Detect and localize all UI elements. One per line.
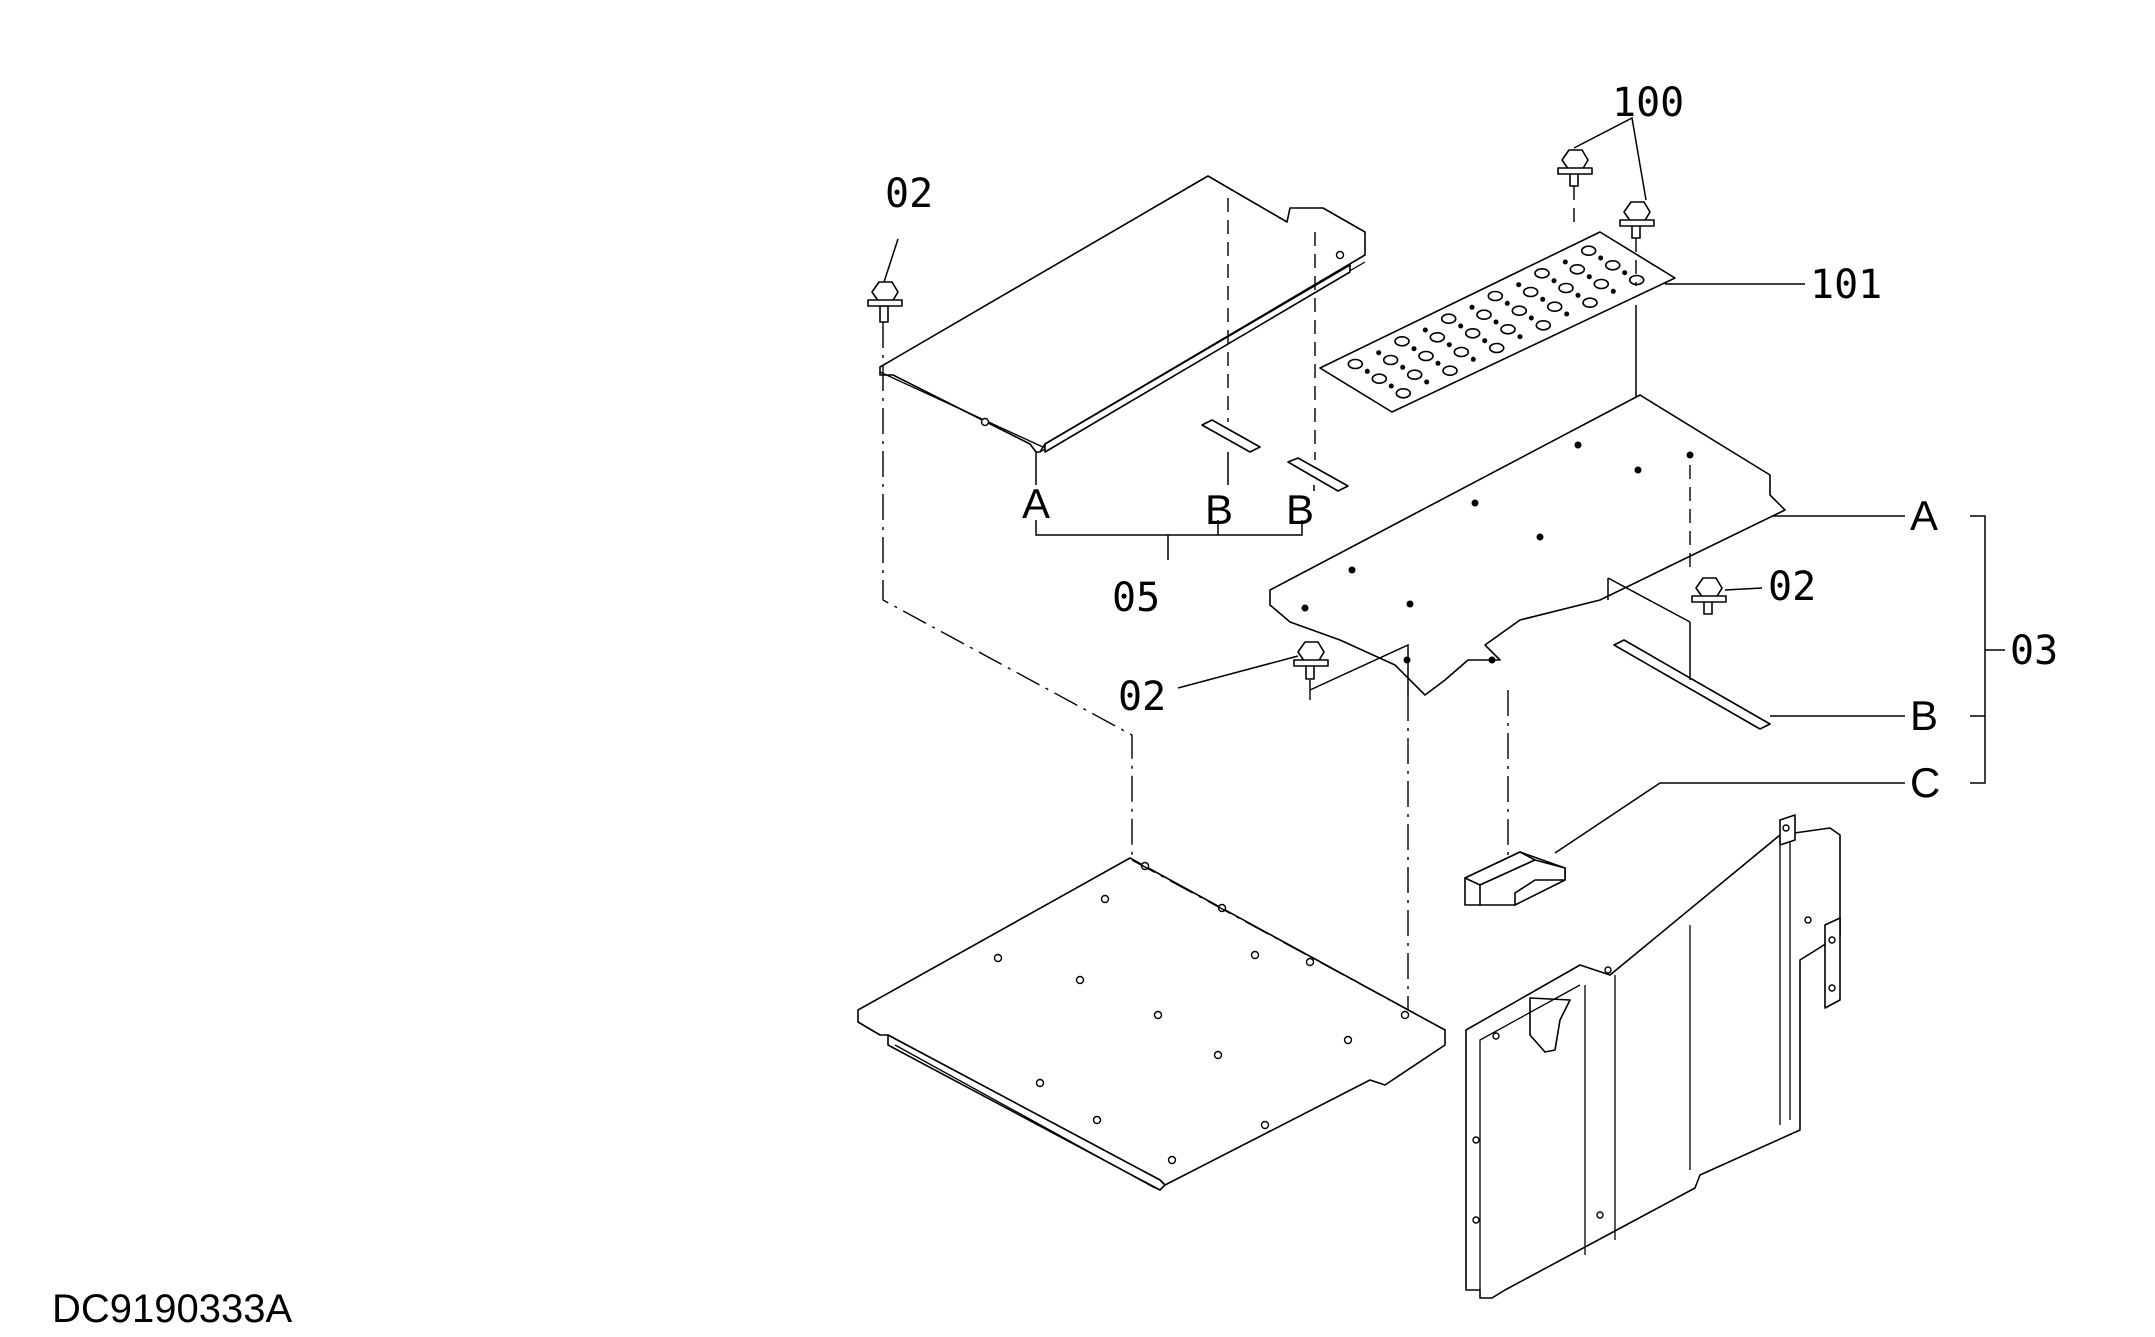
cover-strip-b2	[1287, 457, 1349, 492]
tread-perforation	[1493, 319, 1499, 325]
tread-perforation	[1470, 356, 1476, 362]
tread-perforation	[1580, 245, 1597, 256]
tread-perforation	[1534, 267, 1550, 279]
tread-perforation	[1582, 297, 1598, 309]
tread-perforation	[1406, 369, 1423, 381]
letter-b-cover-1: B	[1205, 486, 1233, 533]
letter-a-cover: A	[1022, 480, 1050, 527]
callout-02-top-left: 02	[885, 171, 933, 217]
tread-perforation	[1504, 300, 1510, 306]
tread-perforation	[1422, 327, 1428, 333]
tread-perforation	[1569, 263, 1586, 275]
tread-perforation	[1400, 364, 1406, 370]
cover-strip-b1	[1201, 419, 1261, 453]
tread-perforation	[1464, 327, 1481, 339]
tread-perforation	[1586, 274, 1592, 280]
bolt-icon	[867, 281, 903, 323]
drawing-code: DC9190333A	[52, 1287, 292, 1331]
tread-perforation	[1562, 259, 1568, 265]
tread-perforation	[1458, 323, 1464, 329]
tread-perforation	[1551, 278, 1557, 284]
letter-b-cover-2: B	[1286, 486, 1314, 533]
tread-perforation	[1488, 342, 1505, 354]
top-cover-panel	[879, 175, 1366, 453]
tread-perforation	[1476, 309, 1492, 321]
tread-perforation	[1610, 288, 1616, 294]
tread-perforation	[1535, 319, 1552, 331]
letter-a-plate: A	[1910, 492, 1938, 539]
tread-perforation	[1564, 311, 1570, 317]
tread-perforation	[1604, 259, 1621, 271]
tread-perforation	[1347, 358, 1364, 370]
plate-strip-b	[1613, 639, 1771, 730]
bolt-icon	[1293, 641, 1329, 680]
middle-floor-plate	[1269, 394, 1786, 696]
tread-perforation	[1546, 301, 1563, 313]
tread-plate	[1319, 231, 1676, 413]
letter-b-plate: B	[1910, 692, 1938, 739]
tread-perforation	[1528, 315, 1534, 321]
tread-perforation	[1364, 368, 1370, 374]
callout-05: 05	[1112, 575, 1160, 621]
letter-c-plate: C	[1910, 759, 1940, 806]
bolt-icon	[1557, 149, 1593, 187]
bottom-floor-panel	[857, 857, 1446, 1191]
tread-perforation	[1522, 286, 1539, 298]
tread-perforation	[1376, 350, 1382, 356]
tread-perforation	[1516, 282, 1522, 288]
tread-perforation	[1395, 387, 1412, 399]
tread-perforation	[1371, 373, 1388, 385]
bolt-icon	[1619, 201, 1655, 239]
tread-perforation	[1424, 379, 1430, 385]
callout-03: 03	[2010, 628, 2058, 674]
tread-perforation	[1382, 354, 1399, 366]
tread-perforation	[1622, 270, 1628, 276]
tread-perforation	[1593, 278, 1610, 290]
tread-perforation	[1388, 383, 1394, 389]
side-panel	[1465, 814, 1841, 1299]
tread-perforation	[1482, 338, 1488, 344]
tread-perforation	[1394, 335, 1410, 347]
tread-perforation	[1429, 331, 1446, 343]
tread-perforation	[1517, 334, 1523, 340]
tread-perforation	[1469, 304, 1475, 310]
tread-perforation	[1540, 296, 1546, 302]
bolt-icon	[1691, 577, 1727, 615]
tread-perforation	[1575, 292, 1581, 298]
spacer-block	[1464, 851, 1566, 906]
tread-perforation	[1511, 305, 1528, 317]
tread-perforation	[1435, 360, 1441, 366]
tread-perforation	[1440, 313, 1457, 325]
callout-02-mid: 02	[1118, 674, 1166, 720]
callout-02-right: 02	[1768, 564, 1816, 610]
tread-perforation	[1487, 290, 1504, 302]
callout-100: 100	[1612, 80, 1684, 126]
tread-perforation	[1446, 342, 1452, 348]
tread-perforation	[1558, 282, 1574, 294]
tread-perforation	[1442, 365, 1458, 377]
tread-perforation	[1598, 255, 1604, 261]
tread-perforation	[1411, 346, 1417, 352]
callout-101: 101	[1810, 262, 1882, 308]
tread-perforation	[1453, 346, 1470, 358]
tread-perforation	[1418, 350, 1434, 362]
tread-perforation	[1500, 323, 1516, 335]
